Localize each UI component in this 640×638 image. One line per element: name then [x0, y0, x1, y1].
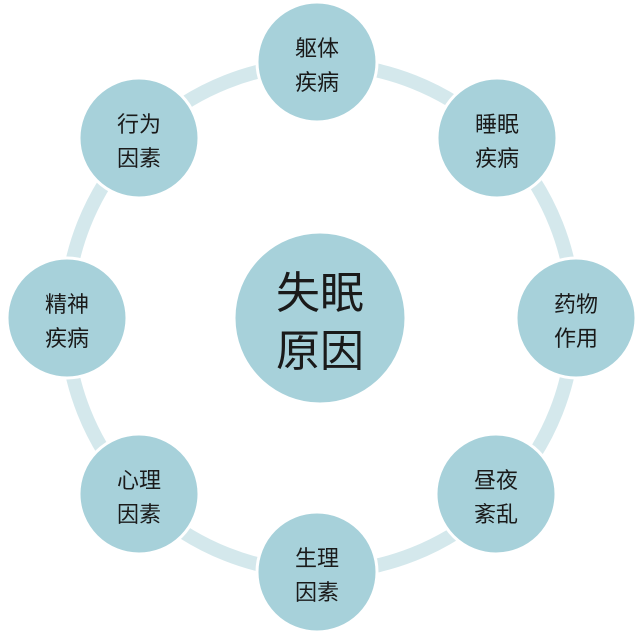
center-label-line-2: 原因: [276, 326, 364, 377]
node-circle: [77, 432, 201, 556]
node-circle: [514, 256, 638, 380]
node-label-line: 紊乱: [474, 503, 518, 528]
node-circle: [435, 76, 559, 200]
node-label-line: 因素: [295, 581, 339, 606]
node-label-line: 昼夜: [474, 469, 518, 494]
node-circle: [255, 0, 379, 124]
node-circle: [77, 76, 201, 200]
node-label-line: 药物: [554, 293, 598, 318]
node-label-line: 心理: [117, 469, 161, 494]
node-label-line: 行为: [117, 113, 161, 138]
node-label-line: 因素: [117, 147, 161, 172]
node-label-line: 躯体: [295, 37, 339, 62]
center-circle: [232, 230, 408, 406]
center-label-line-1: 失眠: [276, 268, 364, 319]
node-label-line: 疾病: [45, 327, 89, 352]
node-label-line: 精神: [45, 293, 89, 318]
node-label-line: 因素: [117, 503, 161, 528]
node-circle: [5, 256, 129, 380]
node-label-line: 作用: [554, 327, 598, 352]
node-label-line: 睡眠: [475, 113, 519, 138]
node-circle: [255, 510, 379, 634]
center-node: 失眠 原因: [232, 230, 408, 406]
node-label-line: 疾病: [295, 71, 339, 96]
node-circle: [434, 432, 558, 556]
node-label-line: 生理: [295, 547, 339, 572]
node-label-line: 疾病: [475, 147, 519, 172]
